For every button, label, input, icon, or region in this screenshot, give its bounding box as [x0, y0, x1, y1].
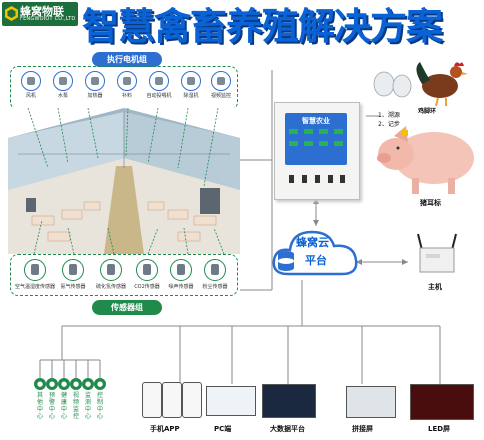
brand-logo: 蜂窝物联 FENGWOIOT CO.,LTD [2, 2, 78, 26]
cloud-title: 蜂窝云 [296, 236, 329, 249]
cabinet-title: 智慧农业 [302, 117, 330, 125]
terminal-other: ●其他中心 [33, 378, 47, 420]
output-led: LED屏 [428, 425, 451, 433]
output-pc: PC端 [214, 425, 232, 433]
cabinet-screen [285, 113, 347, 165]
pc-monitor [206, 386, 256, 416]
terminal-video: ●视频监控 [69, 378, 83, 420]
sensor-dust: 粉尘传感器 [193, 259, 237, 290]
device-auto-feeder: 自动投喂机 [143, 71, 175, 99]
device-feed: 补料 [111, 71, 143, 99]
pig-icon [377, 126, 474, 194]
terminal-health: ●健康中心 [57, 378, 71, 420]
device-dehumidifier: 除湿机 [175, 71, 207, 99]
sensor-co2: CO2传感器 [125, 259, 169, 290]
barn-illustration [8, 108, 240, 254]
hexagon-logo-icon [5, 6, 18, 21]
output-mobile-app: 手机APP [150, 425, 180, 433]
bigdata-screen [262, 384, 316, 418]
led-screen [410, 384, 474, 420]
sensor-group-label: 传感器组 [92, 300, 162, 315]
device-fan: 风机 [15, 71, 47, 99]
cloud-subtitle: 平台 [305, 254, 327, 267]
splice-screen [346, 386, 396, 418]
sensor-ammonia: 氨气传感器 [51, 259, 95, 290]
rooster-icon [416, 62, 468, 106]
executor-group-panel: 风机 水泵 加热器 补料 自动投喂机 除湿机 视频监控 [10, 66, 238, 110]
terminal-alarm: ●预警中心 [45, 378, 59, 420]
cabinet-buttons [289, 175, 345, 187]
device-pump: 水泵 [47, 71, 79, 99]
host-gateway-icon [417, 233, 457, 273]
device-heater: 加热器 [79, 71, 111, 99]
executor-group-label: 执行电机组 [92, 52, 162, 67]
terminal-control: ●控制中心 [93, 378, 107, 420]
brand-name-en: FENGWOIOT CO.,LTD [20, 16, 76, 22]
cabinet-indicators [289, 129, 343, 159]
note-steps: 2、记步 [378, 121, 400, 128]
phone-screen-2 [162, 382, 182, 418]
cloud-platform-icon [272, 230, 358, 276]
sensor-noise: 噪声传感器 [159, 259, 203, 290]
note-trace: 1、溯源 [378, 112, 400, 119]
control-cabinet: 智慧农业 [274, 102, 360, 200]
pig-tag-label: 猪耳标 [420, 199, 441, 207]
leg-ring-icon [373, 71, 412, 98]
phone-screen-3 [182, 382, 202, 418]
sensor-air-temp-humidity: 空气温湿度传感器 [13, 259, 57, 290]
output-splice: 拼接屏 [352, 425, 373, 433]
brand-name: 蜂窝物联 [20, 5, 64, 18]
host-label: 主机 [428, 283, 442, 291]
terminal-monitor: ●监测中心 [81, 378, 95, 420]
sensor-hydrogen-sulfide: 硫化氢传感器 [89, 259, 133, 290]
device-camera: 视频监控 [205, 71, 237, 99]
phone-screen-1 [142, 382, 162, 418]
sensor-group-panel: 空气温湿度传感器 氨气传感器 硫化氢传感器 CO2传感器 噪声传感器 粉尘传感器 [10, 254, 238, 296]
page-title: 智慧禽畜养殖解决方案 [82, 5, 443, 48]
output-bigdata: 大数据平台 [270, 425, 305, 433]
chicken-ring-label: 鸡脚环 [418, 108, 437, 115]
